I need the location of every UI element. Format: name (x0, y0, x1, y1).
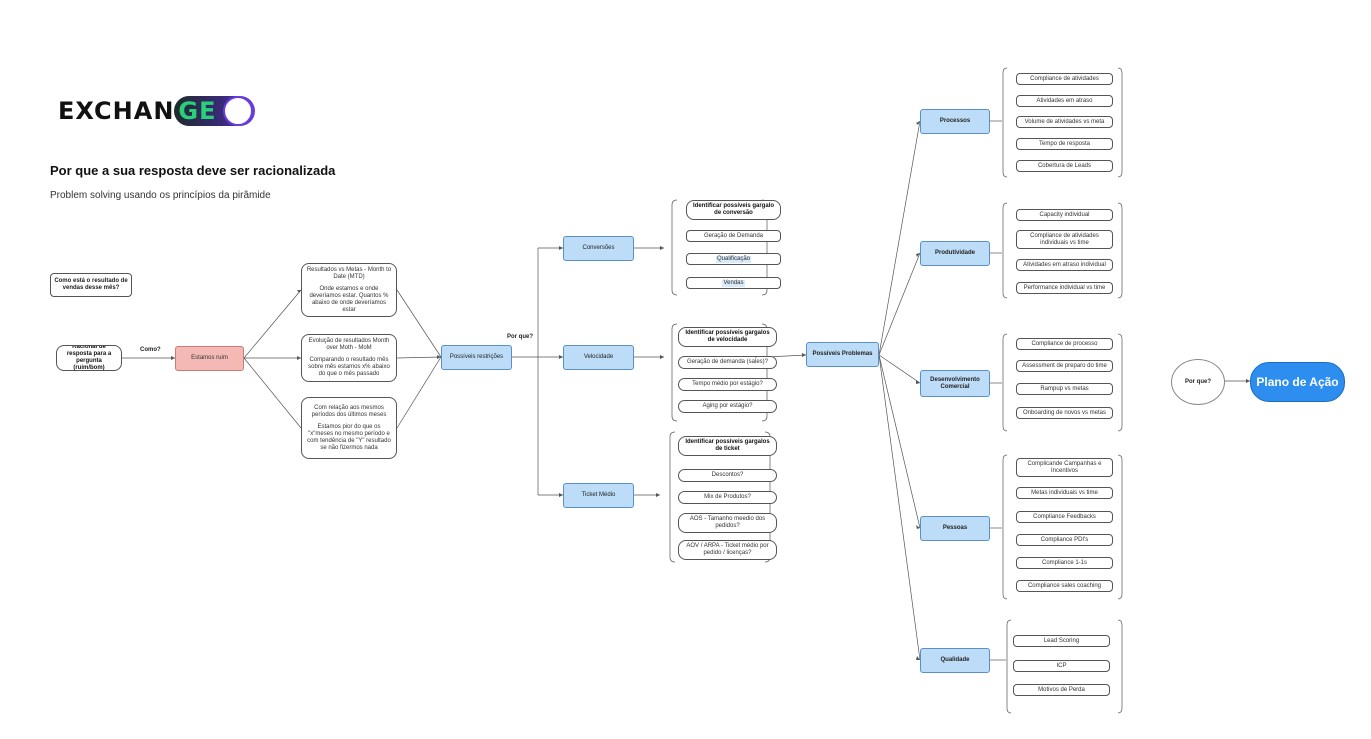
group-item: Qualificação (686, 253, 781, 265)
reason-body: Estamos pior do que os "x"meses no mesmo… (307, 423, 391, 451)
group-item: AOS - Tamanho meedio dos pedidos? (678, 513, 777, 533)
group-header-velocidade: Identificar possíveis gargalos de veloci… (678, 327, 777, 347)
como-label: Como? (140, 347, 161, 353)
pessoas-item: Complicande Campanhas e Incentivos (1016, 458, 1113, 477)
group-header-ticket: Identificar possíveis gargalos de ticket (678, 436, 777, 456)
produtividade-item: Atividades em atraso individual (1016, 259, 1113, 271)
pessoas-item: Metas individuais vs time (1016, 487, 1113, 499)
restricoes-box: Possíveis restrições (441, 345, 512, 370)
rational-box: Racional de resposta para a pergunta (ru… (56, 345, 122, 371)
page-title: Por que a sua resposta deve ser racional… (50, 163, 336, 178)
reason-body: Comparando o resultado mês sobre mês est… (308, 357, 390, 377)
reason-box-mom: Evolução de resultados Month over Moth -… (301, 334, 397, 382)
processos-item: Compliance de atividades (1016, 73, 1113, 85)
processos-item: Atividades em atraso (1016, 95, 1113, 107)
desenvolvimento-item: Rampup vs metas (1016, 383, 1113, 395)
produtividade-item: Capacity individual (1016, 209, 1113, 221)
group-item: Geração de Demanda (686, 230, 781, 242)
porque-circle: Por que? (1171, 359, 1225, 405)
logo-text: EXCHAN (58, 97, 175, 125)
pessoas-item: Compliance PDI's (1016, 534, 1113, 546)
category-produtividade: Produtividade (920, 241, 990, 266)
exchange-logo: EXCHAN GE (58, 94, 255, 128)
desenvolvimento-item: Onboarding de novos vs metas (1016, 407, 1113, 419)
desenvolvimento-item: Compliance de processo (1016, 338, 1113, 350)
group-item: Tempo médio por estágio? (678, 378, 777, 391)
category-qualidade: Qualidade (920, 648, 990, 673)
produtividade-item: Compliance de atividades individuais vs … (1016, 230, 1113, 249)
porque-label: Por que? (507, 334, 534, 340)
produtividade-item: Performance individual vs time (1016, 282, 1113, 294)
estamos-ruim-box: Estamos ruim (175, 346, 244, 371)
reason-box-mtd: Resultados vs Metas - Month to Date (MTD… (301, 263, 397, 317)
plano-de-acao-button: Plano de Ação (1250, 362, 1345, 402)
logo-accent-text: GE (178, 97, 217, 125)
reason-title: Com relação aos mesmos períodos dos últi… (311, 404, 387, 418)
group-item: AOV / ARPA - Ticket médio por pedido / l… (678, 540, 777, 560)
category-desenvolvimento: Desenvolvimento Comercial (920, 370, 990, 397)
qualidade-item: ICP (1013, 660, 1110, 672)
category-processos: Processos (920, 109, 990, 134)
desenvolvimento-item: Assessment de preparo do time (1016, 360, 1113, 372)
qualidade-item: Lead Scoring (1013, 635, 1110, 647)
group-header-conversao: Identificar possíveis gargalo de convers… (686, 200, 781, 220)
page-subtitle: Problem solving usando os princípios da … (50, 190, 271, 201)
category-pessoas: Pessoas (920, 516, 990, 541)
group-item-highlight: Qualificação (715, 255, 752, 263)
logo-pill: GE (174, 96, 255, 126)
toggle-knob-icon (222, 96, 253, 126)
pessoas-item: Compliance sales coaching (1016, 580, 1113, 592)
possiveis-problemas-box: Possíveis Problemas (806, 342, 879, 367)
processos-item: Volume de atividades vs meta (1016, 116, 1113, 128)
reason-body: Onde estamos e onde deveríamos estar. Qu… (309, 285, 389, 313)
group-item: Descontos? (678, 469, 777, 482)
branch-conversoes: Conversões (563, 236, 634, 261)
group-item-highlight: Vendas (722, 279, 745, 287)
group-item: Aging por estágio? (678, 400, 777, 413)
group-item: Vendas (686, 277, 781, 289)
branch-velocidade: Velocidade (563, 345, 634, 370)
reason-box-periods: Com relação aos mesmos períodos dos últi… (301, 397, 397, 459)
pessoas-item: Compliance Feedbacks (1016, 511, 1113, 523)
question-bubble: Como está o resultado de vendas desse mê… (50, 273, 132, 297)
processos-item: Cobertura de Leads (1016, 160, 1113, 172)
group-item: Geração de demanda (saĺes)? (678, 356, 777, 369)
reason-title: Resultados vs Metas - Month to Date (MTD… (306, 266, 392, 280)
branch-ticket-medio: Ticket Médio (563, 483, 634, 508)
qualidade-item: Motivos de Perda (1013, 684, 1110, 696)
group-item: Mix de Produtos? (678, 491, 777, 504)
reason-title: Evolução de resultados Month over Moth -… (308, 338, 390, 351)
pessoas-item: Compliance 1-1s (1016, 557, 1113, 569)
processos-item: Tempo de resposta (1016, 138, 1113, 150)
